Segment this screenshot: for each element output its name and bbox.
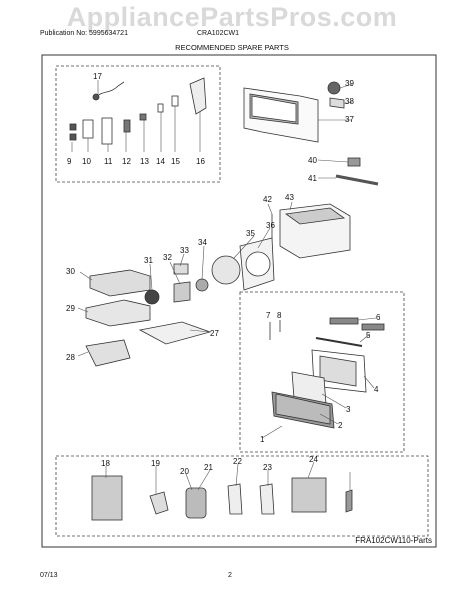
callout-35: 36 (266, 221, 275, 230)
fan-blade-part (211, 255, 241, 285)
callout-16: 16 (196, 157, 205, 166)
sensor-part (345, 489, 353, 513)
knob-parts (69, 123, 77, 141)
base-pan-part (138, 321, 212, 345)
callout-32: 33 (180, 246, 189, 255)
callout-27: 28 (66, 353, 75, 362)
callout-29: 30 (66, 267, 75, 276)
top-partition-part (89, 269, 151, 297)
louver-6b-part (361, 323, 385, 331)
window-frame-part (243, 87, 319, 143)
callout-13: 13 (140, 157, 149, 166)
base-bracket-part (85, 339, 131, 367)
evaporator-part (91, 475, 123, 521)
footer-date: 07/13 (40, 572, 58, 579)
callout-22: 22 (233, 457, 242, 466)
callout-20: 20 (180, 467, 189, 476)
blower-housing-part (173, 281, 191, 303)
callout-37: 38 (345, 97, 354, 106)
callout-31: 32 (163, 253, 172, 262)
relay-part (259, 483, 275, 515)
callout-38: 39 (345, 79, 354, 88)
publication-number: Publication No: 5995634721 (40, 30, 128, 37)
capacitor-part (149, 491, 169, 515)
condenser-part (291, 477, 327, 513)
switch-bracket-part (82, 119, 94, 139)
compressor-part (185, 487, 207, 519)
callout-23: 23 (263, 463, 272, 472)
callout-39: 40 (308, 156, 317, 165)
callout-21: 21 (204, 463, 213, 472)
page-title: RECOMMENDED SPARE PARTS (175, 43, 289, 52)
front-grille-part (311, 349, 367, 393)
callout-34: 35 (246, 229, 255, 238)
power-cord-part (92, 81, 125, 101)
callout-14: 14 (156, 157, 165, 166)
callout-2: 2 (338, 421, 343, 430)
callout-17: 17 (93, 72, 102, 81)
footer-page-number: 2 (228, 572, 232, 579)
callout-30: 31 (144, 256, 153, 265)
callout-labels: 17 9 10 11 12 13 14 15 16 39 38 37 40 41… (66, 72, 381, 476)
louver-6-part (329, 317, 359, 325)
callout-42: 43 (285, 193, 294, 202)
callout-4: 4 (374, 385, 379, 394)
callout-15: 15 (171, 157, 180, 166)
callout-1: 1 (260, 435, 265, 444)
callout-12: 12 (122, 157, 131, 166)
cabinet-part (279, 203, 351, 259)
small-parts-group-box (55, 65, 221, 183)
partition-panel-part (85, 299, 151, 327)
support-rod-part (335, 174, 379, 186)
pin-part (171, 95, 179, 107)
blower-wheel-part (144, 289, 160, 305)
overload-part (227, 483, 243, 515)
bottom-parts-group-box (55, 455, 429, 537)
thermostat-part (123, 119, 131, 133)
callout-24: 24 (309, 455, 318, 464)
callout-40: 41 (308, 174, 317, 183)
callout-3: 3 (346, 405, 351, 414)
callout-5: 5 (366, 331, 371, 340)
callout-11: 11 (104, 157, 113, 166)
callout-18: 18 (101, 459, 110, 468)
bearing-part (329, 97, 345, 109)
callout-6: 6 (376, 313, 381, 322)
callout-28: 29 (66, 304, 75, 313)
leader-lines (71, 80, 377, 494)
screw-part (157, 103, 164, 113)
cover-bracket-part (189, 77, 207, 115)
control-plate-part (101, 117, 113, 145)
callout-10: 10 (82, 157, 91, 166)
clip-part (139, 113, 147, 121)
louver-link-5-part (315, 337, 363, 347)
outer-frame (41, 54, 437, 548)
callout-25: 27 (210, 329, 219, 338)
callout-7: 7 (266, 311, 271, 320)
callout-19: 19 (151, 459, 160, 468)
callout-36: 37 (345, 115, 354, 124)
air-filter-part (271, 391, 335, 429)
fan-motor-part (195, 278, 209, 292)
model-number: CRA102CW1 (197, 30, 240, 37)
motor-mount-part (173, 263, 189, 275)
drain-cap-part (347, 157, 361, 167)
fan-shroud-part (239, 237, 275, 291)
callout-9: 9 (67, 157, 72, 166)
front-panel-group-box (239, 291, 405, 453)
callout-33: 34 (198, 238, 207, 247)
callout-41: 42 (263, 195, 272, 204)
callout-8: 8 (277, 311, 282, 320)
watermark-text: AppliancePartsPros.com (66, 2, 398, 32)
diagram-code: FRA102CW110-Parts (355, 536, 432, 545)
fan-motor-nut-part (327, 81, 341, 95)
